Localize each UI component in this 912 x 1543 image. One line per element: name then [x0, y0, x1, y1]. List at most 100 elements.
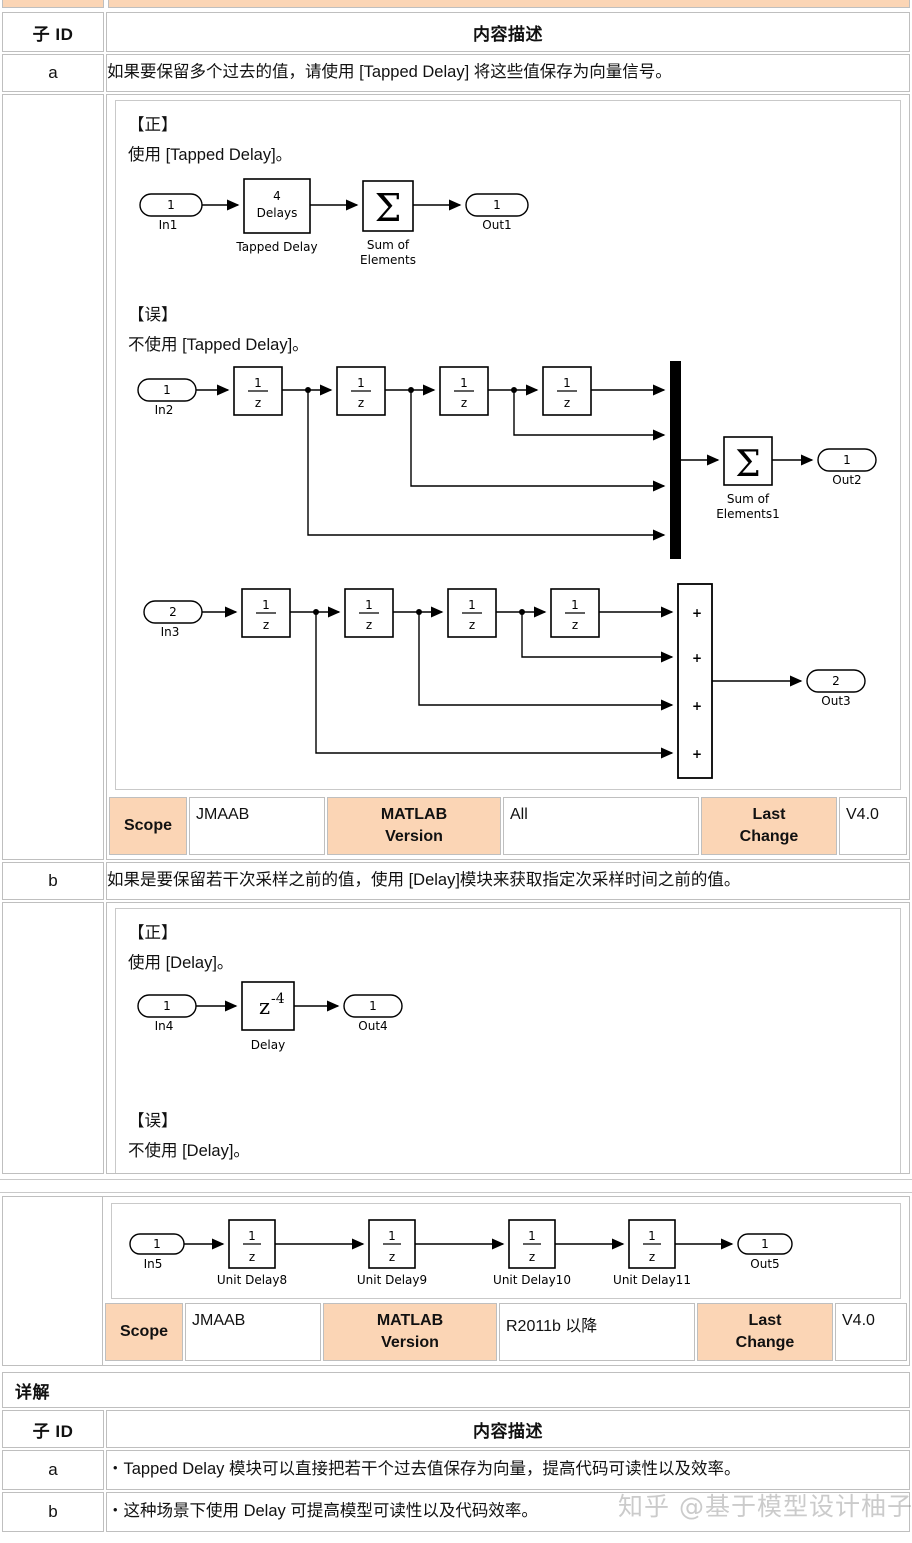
scope-table-b: Scope JMAAB MATLAB Version R2011b 以降 Las…	[103, 1301, 909, 1363]
scope-table-a: Scope JMAAB MATLAB Version All Last Chan…	[107, 795, 909, 857]
good-b-inport-label: In4	[155, 1019, 174, 1033]
bad-a2-inport-num: 2	[169, 605, 177, 619]
bad-a1-outport-label: Out2	[832, 473, 861, 487]
example-panel-b-cont: 1 In5 1 z Unit Delay8 1	[111, 1203, 901, 1299]
matlab-label-line1-b: MATLAB	[376, 1312, 444, 1330]
bad-b-d2-num: 1	[388, 1229, 396, 1243]
bad-a2-d2-den: z	[366, 618, 372, 632]
detail-row-b-id: b	[2, 1492, 104, 1532]
bad-a2-d1-num: 1	[262, 598, 270, 612]
example-panel-a: 【正】 使用 [Tapped Delay]。 1 In1	[115, 100, 901, 790]
bad-a2-inport-label: In3	[161, 625, 180, 639]
detail-header-row: 子 ID 内容描述	[2, 1410, 910, 1448]
bad-a2-sign-3: +	[692, 699, 702, 713]
last-change-value-a: V4.0	[839, 797, 907, 855]
table-row-a-body: 【正】 使用 [Tapped Delay]。 1 In1	[2, 94, 910, 860]
matlab-label-line2-b: Version	[381, 1334, 439, 1351]
diagram-good-a-inport-num: 1	[167, 198, 175, 212]
matlab-label-line2: Version	[385, 828, 443, 845]
diagram-good-a-tapped-bottom: Delays	[257, 206, 298, 220]
scope-value-b: JMAAB	[185, 1303, 321, 1361]
bad-a1-d1-den: z	[255, 396, 261, 410]
bad-sentence-b: 不使用 [Delay]。	[128, 1142, 250, 1160]
matlab-version-value-b: R2011b 以降	[499, 1303, 695, 1361]
bad-sentence-a: 不使用 [Tapped Delay]。	[128, 336, 309, 354]
bad-a1-d2-num: 1	[357, 376, 365, 390]
scope-label-b: Scope	[105, 1303, 183, 1361]
bad-a1-d3-den: z	[461, 396, 467, 410]
good-b-delay-exponent: -4	[271, 991, 285, 1007]
header-description: 内容描述	[106, 12, 910, 52]
detail-row-a-text: ・Tapped Delay 模块可以直接把若干个过去值保存为向量，提高代码可读性…	[106, 1450, 910, 1490]
bad-a2-d3-den: z	[469, 618, 475, 632]
table-row-b-body: 【正】 使用 [Delay]。 1 In4 z	[2, 902, 910, 1174]
detail-row-b-text: ・这种场景下使用 Delay 可提高模型可读性以及代码效率。	[106, 1492, 910, 1532]
diagram-good-a-sum-glyph: Σ	[375, 186, 402, 230]
detail-title-row: 详解	[2, 1372, 910, 1408]
example-panel-b: 【正】 使用 [Delay]。 1 In4 z	[115, 908, 901, 1173]
bad-a1-d4-num: 1	[563, 376, 571, 390]
continuation-id-spacer	[3, 1197, 103, 1365]
clipped-top-row	[2, 0, 910, 10]
bad-b-outport-num: 1	[761, 1237, 769, 1251]
bad-a2-d2-num: 1	[365, 598, 373, 612]
bad-b-d1-den: z	[249, 1250, 255, 1264]
bad-a2-d4-num: 1	[571, 598, 579, 612]
detail-section-title: 详解	[2, 1372, 910, 1408]
scope-value-a: JMAAB	[189, 797, 325, 855]
bad-a1-d4-den: z	[564, 396, 570, 410]
bad-a1-d3-num: 1	[460, 376, 468, 390]
bad-a2-sign-4: +	[692, 747, 702, 761]
good-b-delay-expr: z	[259, 995, 270, 1019]
detail-row-a-id: a	[2, 1450, 104, 1490]
bad-a1-sum-label2: Elements1	[716, 507, 780, 521]
bad-a2-sign-1: +	[692, 606, 702, 620]
bad-b-d4-label: Unit Delay11	[613, 1273, 691, 1287]
continuation-row: 1 In5 1 z Unit Delay8 1	[3, 1197, 909, 1365]
bad-b-inport-label: In5	[144, 1257, 163, 1271]
diagram-good-a-tapped-label: Tapped Delay	[235, 240, 317, 254]
diagram-good-a-outport-label: Out1	[482, 218, 511, 232]
continuation-table: 1 In5 1 z Unit Delay8 1	[3, 1197, 909, 1365]
last-change-label-a: Last Change	[701, 797, 837, 855]
bad-a2-d1-den: z	[263, 618, 269, 632]
table-header-row: 子 ID 内容描述	[2, 12, 910, 52]
bad-a1-outport-num: 1	[843, 453, 851, 467]
detail-header-sub-id: 子 ID	[2, 1410, 104, 1448]
good-b-outport-label: Out4	[358, 1019, 387, 1033]
detail-row: a ・Tapped Delay 模块可以直接把若干个过去值保存为向量，提高代码可…	[2, 1450, 910, 1490]
bad-a1-sum-label1: Sum of	[727, 492, 770, 506]
bad-b-inport-num: 1	[153, 1237, 161, 1251]
bad-b-d3-num: 1	[528, 1229, 536, 1243]
bad-b-d3-label: Unit Delay10	[493, 1273, 571, 1287]
good-sentence-b: 使用 [Delay]。	[128, 954, 234, 972]
bad-a2-outport-num: 2	[832, 674, 840, 688]
table-row: a 如果要保留多个过去的值，请使用 [Tapped Delay] 将这些值保存为…	[2, 54, 910, 92]
bad-a1-d1-num: 1	[254, 376, 262, 390]
bad-b-outport-label: Out5	[750, 1257, 779, 1271]
good-tag-a: 【正】	[128, 116, 178, 134]
row-a-id: a	[2, 54, 104, 92]
bad-b-d1-label: Unit Delay8	[217, 1273, 287, 1287]
good-sentence-a: 使用 [Tapped Delay]。	[128, 146, 293, 164]
scope-row-b: Scope JMAAB MATLAB Version R2011b 以降 Las…	[105, 1303, 907, 1361]
scope-label-a: Scope	[109, 797, 187, 855]
last-change-label-b: Last Change	[697, 1303, 833, 1361]
continuation-block: 1 In5 1 z Unit Delay8 1	[2, 1196, 910, 1366]
clipped-cell-right	[108, 0, 910, 8]
diagram-good-a-tapped-top: 4	[273, 189, 281, 203]
bad-tag-a: 【误】	[128, 306, 178, 324]
diagram-good-b: 1 In4 z -4 Delay 1 Out4	[137, 981, 403, 1052]
diagram-good-a-outport-num: 1	[493, 198, 501, 212]
header-sub-id: 子 ID	[2, 12, 104, 52]
good-b-delay-label: Delay	[251, 1038, 285, 1052]
detail-header-description: 内容描述	[106, 1410, 910, 1448]
good-b-inport-num: 1	[163, 999, 171, 1013]
good-b-outport-num: 1	[369, 999, 377, 1013]
matlab-label-line1: MATLAB	[380, 806, 448, 824]
detail-table: 详解 子 ID 内容描述 a ・Tapped Delay 模块可以直接把若干个过…	[0, 1370, 912, 1534]
row-b-id: b	[2, 862, 104, 900]
last-change-line2-b: Change	[735, 1334, 795, 1351]
detail-row: b ・这种场景下使用 Delay 可提高模型可读性以及代码效率。	[2, 1492, 910, 1532]
